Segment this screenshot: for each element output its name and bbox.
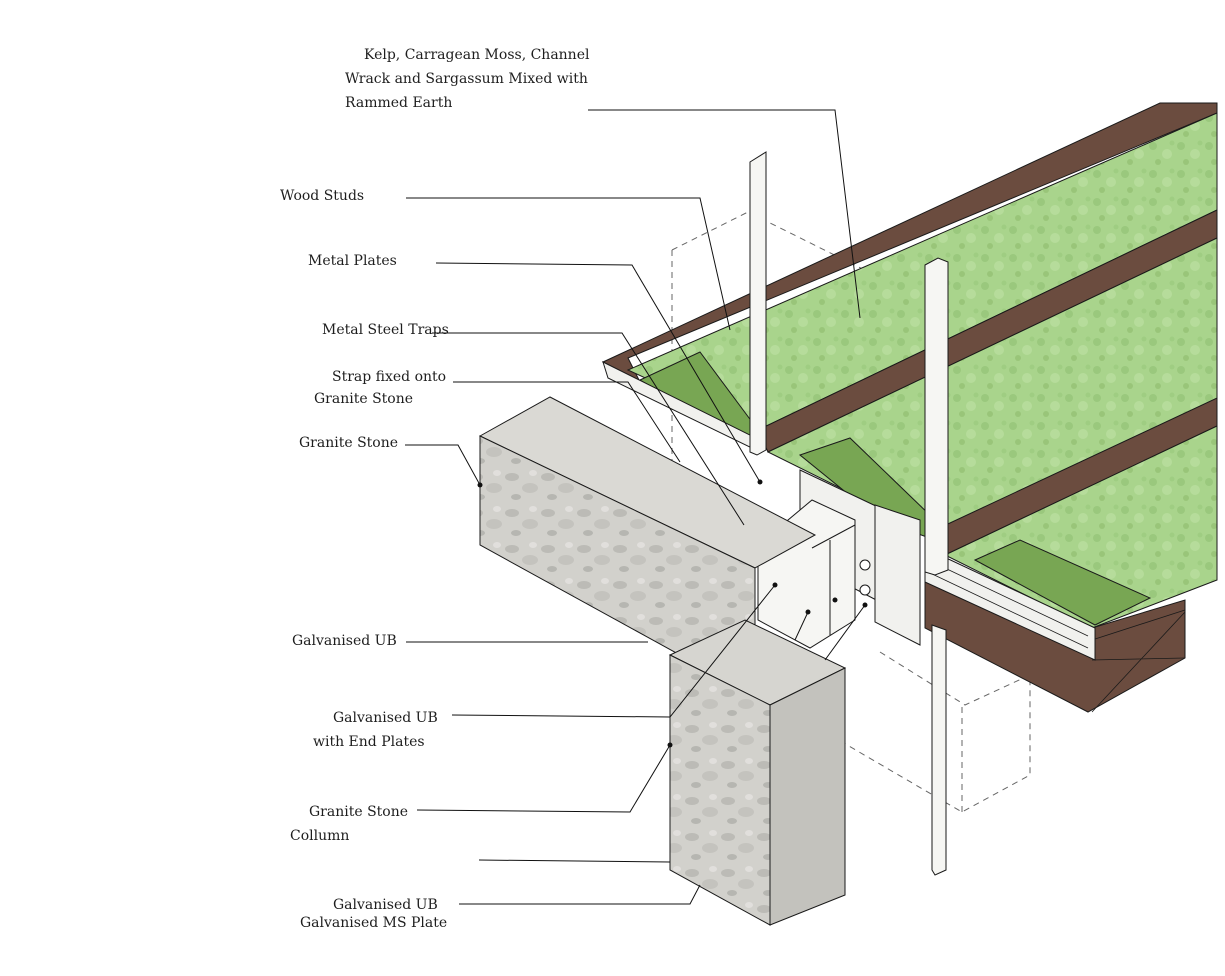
leader-metal-steel-traps: [432, 332, 745, 526]
lower-post: [931, 624, 947, 876]
leader-granite-stone-2: [416, 744, 671, 813]
leader-lines: [405, 109, 866, 905]
leader-dots: [477, 479, 868, 748]
label-metal-plates: Metal Plates: [308, 253, 397, 269]
label-seaweed-line1: Kelp, Carragean Moss, Channel: [364, 47, 590, 63]
leader-galvanised-ub-end: [451, 584, 776, 718]
leader-bracket-2: [824, 604, 866, 661]
leader-seaweed: [588, 109, 861, 319]
wood-stud-2: [924, 257, 949, 576]
label-galvanised-ub-3: Galvanised UB: [333, 897, 438, 913]
label-galvanised-ub-end-line1: Galvanised UB: [333, 710, 438, 726]
label-collumn: Collumn: [290, 828, 350, 844]
label-granite-stone-2: Granite Stone: [309, 804, 409, 820]
label-seaweed-line2: Wrack and Sargassum Mixed with: [345, 71, 588, 87]
leader-metal-plates: [435, 262, 761, 483]
label-metal-steel-traps: Metal Steel Traps: [322, 322, 449, 338]
bolt-2: [859, 584, 871, 596]
label-strap-line2: Granite Stone: [314, 391, 414, 407]
label-seaweed-line3: Rammed Earth: [345, 95, 453, 111]
label-strap-line1: Strap fixed onto: [332, 369, 447, 385]
wood-stud-1: [749, 151, 767, 456]
floor-deck: [601, 102, 1218, 813]
leader-galvanised-ub-3: [459, 884, 701, 905]
label-galvanised-ub-end-line2: with End Plates: [313, 734, 425, 750]
leader-collumn: [478, 859, 671, 863]
granite-column-side: [769, 667, 846, 926]
seaweed-infill-3-edge: [973, 539, 1152, 626]
label-wood-studs: Wood Studs: [280, 188, 365, 204]
granite-column: [668, 619, 847, 926]
wood-studs: [749, 151, 949, 876]
bolt-1: [859, 559, 871, 571]
leader-bracket-1: [794, 611, 809, 641]
label-galvanised-ms-plate: Galvanised MS Plate: [300, 915, 448, 931]
label-galvanised-ub-1: Galvanised UB: [292, 633, 397, 649]
label-granite-stone-1: Granite Stone: [299, 435, 399, 451]
leader-granite-stone-1: [405, 444, 481, 486]
leader-wood-studs: [406, 197, 731, 331]
leader-strap: [453, 381, 681, 463]
